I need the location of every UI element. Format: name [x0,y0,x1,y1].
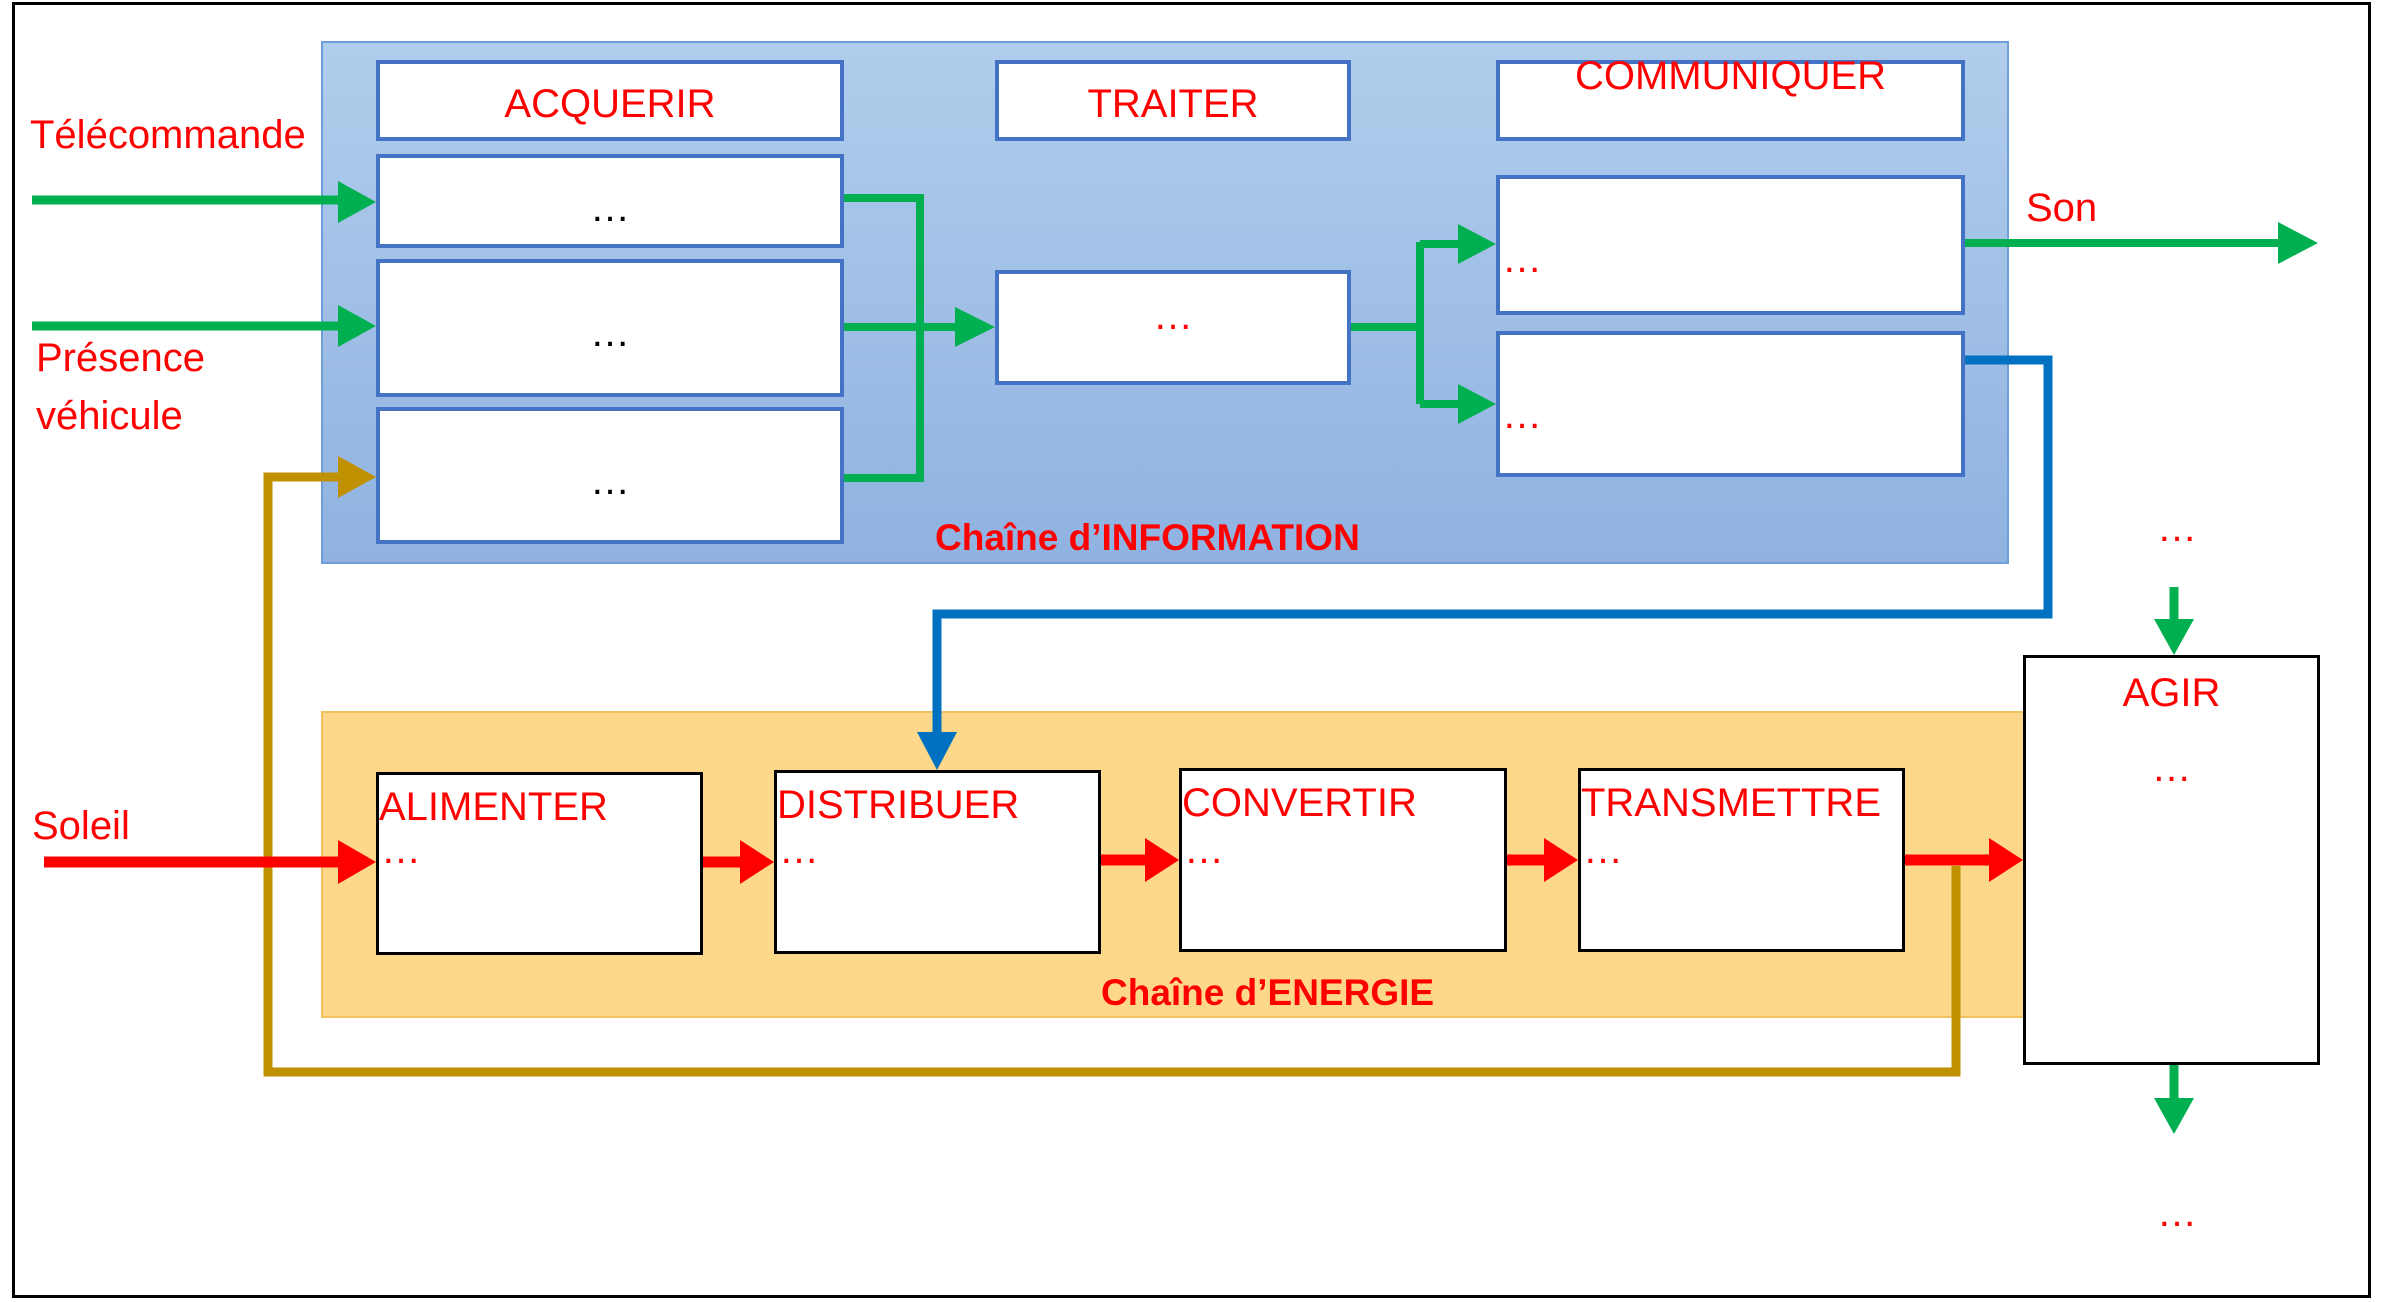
communiquer-box-2: … [1496,331,1965,477]
communiquer-item-1: … [1502,237,1542,281]
convertir-value: … [1184,828,1224,872]
com-2-arrow-head [1458,384,1496,424]
acquerir-1-to-merge [844,194,924,482]
transmettre-title: TRANSMETTRE [1581,781,1881,825]
distribuer-title: DISTRIBUER [777,783,1020,827]
traiter-header-box: TRAITER [995,60,1351,141]
command-arrow-head [917,732,957,770]
presence-label-line2: véhicule [36,394,183,438]
acquerir-header-box: ACQUERIR [376,60,844,141]
acquerir-box-3: … [376,407,844,544]
diagram-frame [12,2,2371,1298]
convertir-arrow-head [1145,838,1179,882]
alimenter-value: … [381,828,421,872]
alimenter-box: ALIMENTER … [376,772,703,955]
agir-output-label: … [2157,1191,2197,1235]
agir-title: AGIR [2122,671,2221,715]
convertir-title: CONVERTIR [1182,781,1417,825]
presence-arrow-head [338,305,376,347]
information-chain-title: Chaîne d’INFORMATION [935,517,1360,558]
transmettre-value: … [1583,828,1623,872]
traiter-box: … [995,270,1351,385]
telecommande-label: Télécommande [30,113,306,157]
communiquer-header-box: COMMUNIQUER [1496,56,1965,141]
convertir-box: CONVERTIR … [1179,768,1507,952]
distribuer-arrow-head [740,840,774,884]
acquerir-box-1: … [376,154,844,248]
presence-label-line1: Présence [36,336,205,380]
command-line [932,355,2053,733]
distribuer-box: DISTRIBUER … [774,770,1101,954]
agir-in-arrow-head [2154,619,2194,655]
communiquer-box-1: … [1496,175,1965,315]
agir-box: AGIR … [2023,655,2320,1065]
son-arrow-head [2278,222,2318,264]
soleil-arrow-head [338,840,376,884]
acquerir-item-3: … [590,459,630,503]
acquerir-box-2: … [376,259,844,397]
com-1-arrow-head [1458,224,1496,264]
acquerir-item-1: … [590,186,630,230]
traiter-input-arrow-head [955,307,995,347]
agir-energy-arrow-head [1989,838,2023,882]
energy-chain-title: Chaîne d’ENERGIE [1101,972,1435,1013]
agir-out-arrow-head [2154,1098,2194,1134]
telecommande-arrow-head [338,181,376,223]
soleil-label: Soleil [32,804,130,848]
transmettre-box: TRANSMETTRE … [1578,768,1905,952]
communiquer-item-2: … [1502,393,1542,437]
feedback-line [263,472,1961,1077]
acquerir-item-2: … [590,311,630,355]
feedback-arrow-head [338,456,376,498]
alimenter-title: ALIMENTER [379,785,608,829]
agir-value: … [2151,746,2192,790]
traiter-item: … [1153,294,1193,338]
transmettre-arrow-head [1544,838,1578,882]
traiter-title: TRAITER [1087,82,1259,126]
communiquer-title: COMMUNIQUER [1574,54,1887,98]
acquerir-title: ACQUERIR [504,82,716,126]
son-label: Son [2026,186,2098,230]
distribuer-value: … [779,828,819,872]
agir-input-label: … [2157,506,2197,550]
